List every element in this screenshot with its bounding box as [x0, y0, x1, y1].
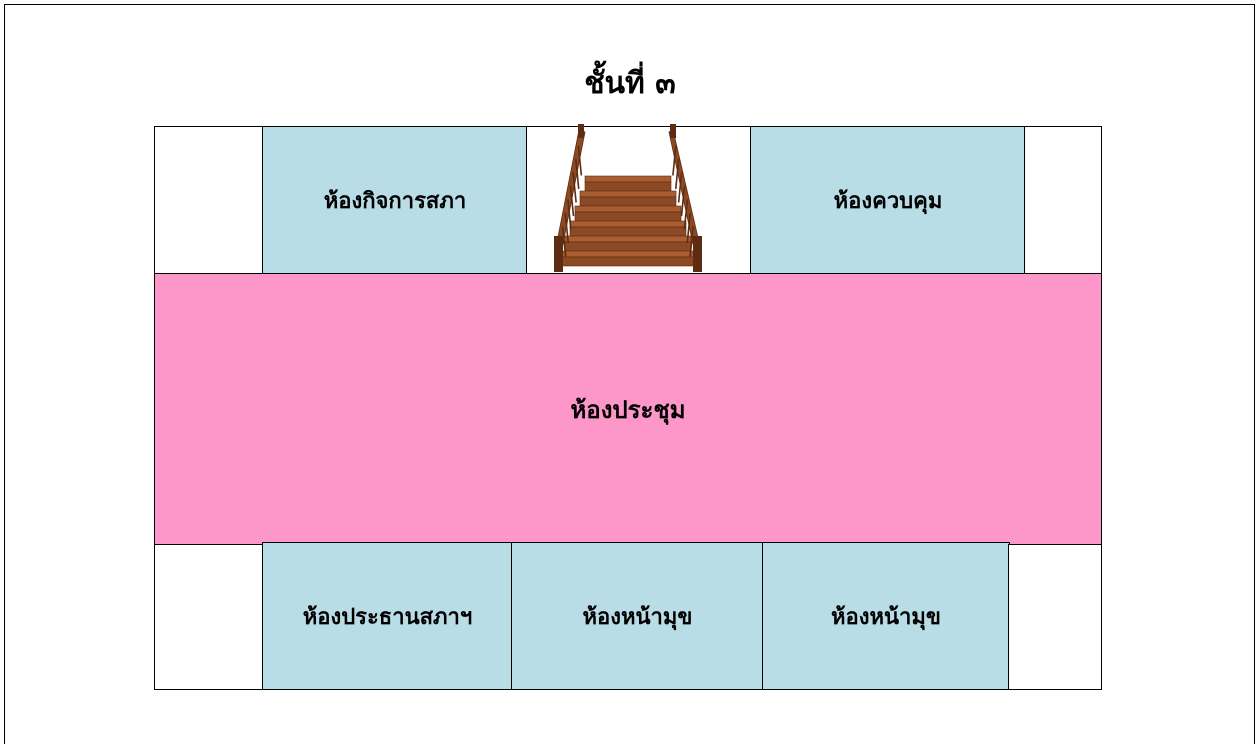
room-control: ห้องควบคุม [750, 126, 1026, 274]
room-meeting: ห้องประชุม [154, 273, 1102, 546]
room-council-president: ห้องประธานสภาฯ [262, 542, 513, 690]
room-front-porch-1: ห้องหน้ามุข [511, 542, 764, 690]
staircase-icon [554, 124, 702, 272]
room-front-porch-2: ห้องหน้ามุข [762, 542, 1010, 690]
floor-title: ชั้นที่ ๓ [584, 66, 676, 101]
bottom-left-corner-space [154, 544, 264, 690]
top-left-corner-space [154, 126, 264, 274]
room-council-affairs: ห้องกิจการสภา [262, 126, 528, 274]
top-right-corner-space [1024, 126, 1102, 274]
bottom-right-corner-space [1008, 544, 1102, 690]
diagram-frame [4, 4, 1255, 744]
